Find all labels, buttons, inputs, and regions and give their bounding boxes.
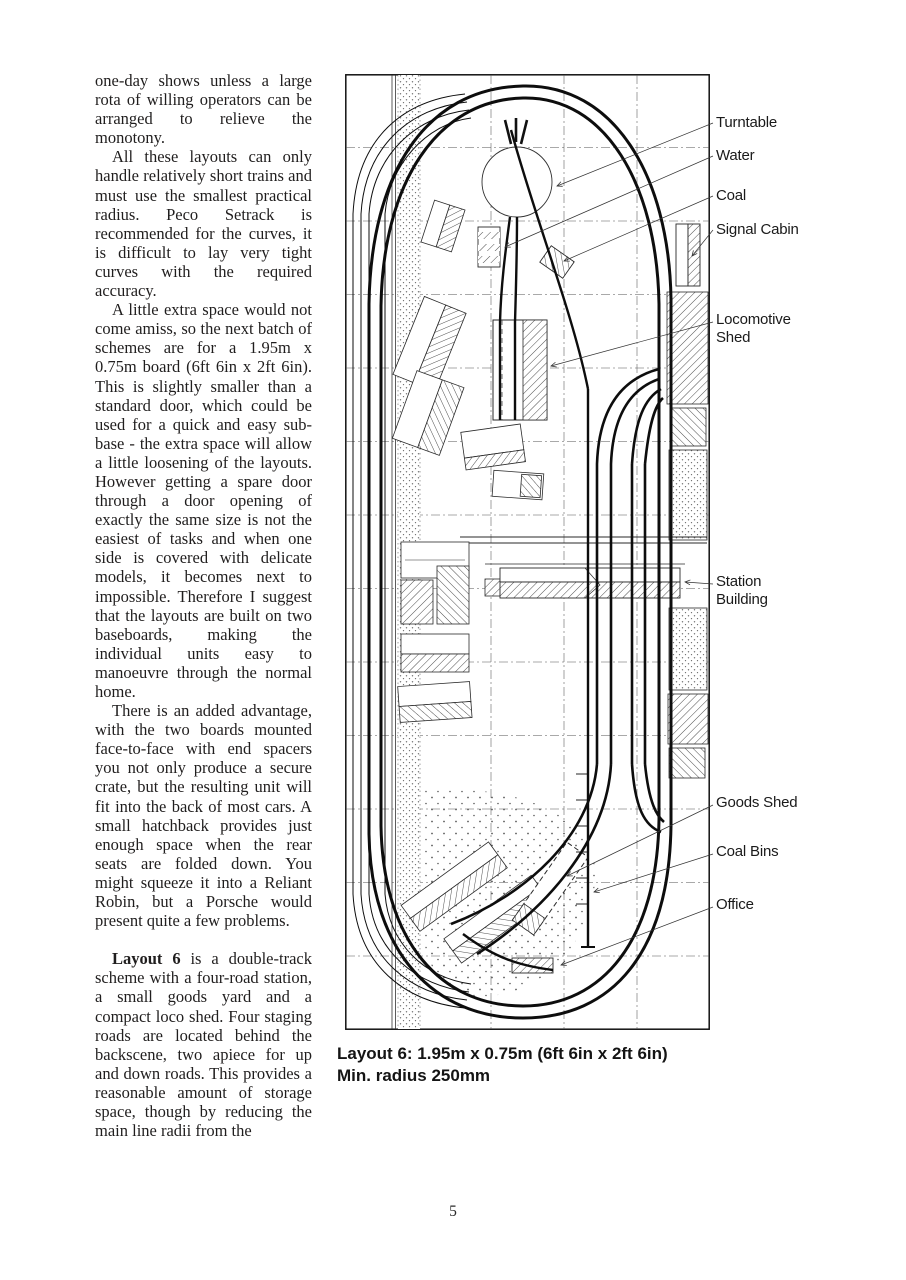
diagram-label-turntable: Turntable <box>716 114 778 131</box>
backscene-line <box>391 75 396 1029</box>
diagram-label-water: Water <box>716 147 755 164</box>
layout6-text: is a double-track scheme with a four-roa… <box>95 949 312 1141</box>
body-paragraph: There is an added advan­tage, with the t… <box>95 701 312 931</box>
caption-line-2: Min. radius 250mm <box>337 1065 491 1085</box>
diagram-label-coal: Coal <box>716 187 747 204</box>
turntable-leader-arrow-icon <box>556 122 714 187</box>
goods-shed-leader-arrow-icon <box>566 804 714 877</box>
body-paragraph: All these layouts can only handle relati… <box>95 147 312 301</box>
body-paragraph-layout6: Layout 6 is a double-track scheme with a… <box>95 949 312 1140</box>
coal-leader-arrow-icon <box>563 195 714 262</box>
diagram-label-goods-shed: Goods Shed <box>716 794 798 811</box>
body-paragraph: A little extra space would not come amis… <box>95 300 312 701</box>
office-leader-arrow-icon <box>560 906 714 966</box>
water-crane <box>477 226 501 268</box>
platforms <box>460 291 709 779</box>
signal-cabin-building <box>675 223 701 287</box>
label-leader-lines <box>504 122 714 966</box>
station-building <box>484 567 681 599</box>
coal-bins-leader-arrow-icon <box>593 853 714 894</box>
layout6-bold-lead: Layout 6 <box>112 949 181 969</box>
track-work <box>352 84 673 1020</box>
locomotive-shed-building <box>492 319 548 421</box>
locomotive-shed-leader-arrow-icon <box>550 321 714 368</box>
water-leader-arrow-icon <box>504 155 714 248</box>
figure-caption: Layout 6: 1.95m x 0.75m (6ft 6in x 2ft 6… <box>337 1043 737 1086</box>
turntable-circle <box>481 118 553 218</box>
signal-cabin-leader-arrow-icon <box>691 229 714 257</box>
track-plan-diagram: Turntable Water Coal Signal Cabin Locomo… <box>345 70 906 1040</box>
track-plan-svg <box>345 74 714 1030</box>
station-building-leader-arrow-icon <box>684 579 714 586</box>
diagram-label-signal-cabin: Signal Cabin <box>716 221 799 238</box>
page-number: 5 <box>449 1203 457 1220</box>
diagram-label-office: Office <box>716 896 754 913</box>
diagram-label-locomotive-shed: Locomotive Shed <box>716 311 791 346</box>
diagram-label-station-building: Station Building <box>716 573 768 608</box>
diagram-label-coal-bins: Coal Bins <box>716 843 779 860</box>
body-text-column: one-day shows unless a large rota of wil… <box>95 71 312 1140</box>
caption-line-1: Layout 6: 1.95m x 0.75m (6ft 6in x 2ft 6… <box>337 1044 668 1063</box>
plan-board <box>345 74 710 1030</box>
body-paragraph: one-day shows unless a large rota of wil… <box>95 71 312 148</box>
